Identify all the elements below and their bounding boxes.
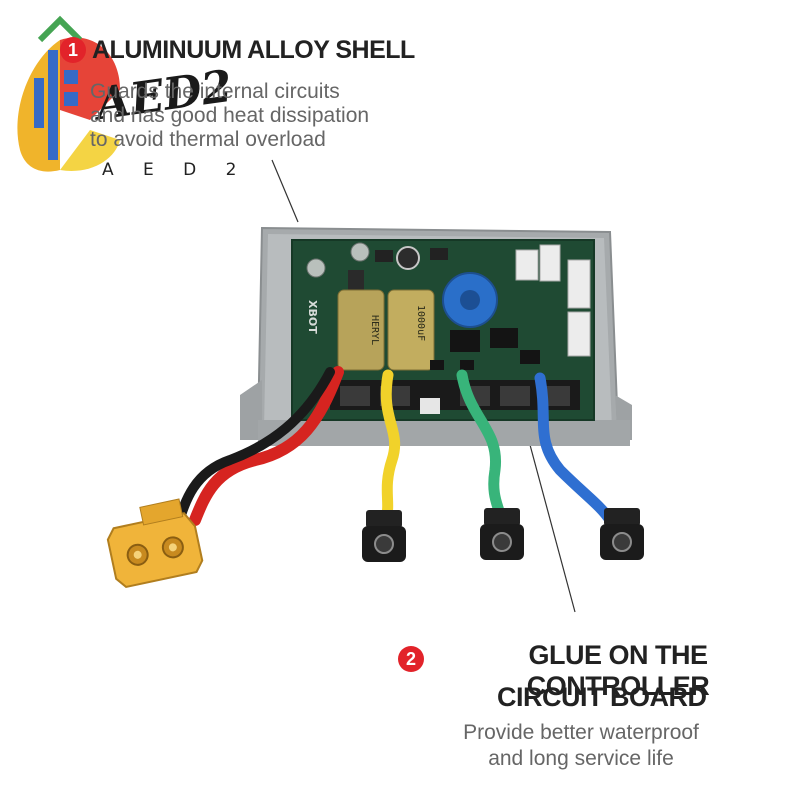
- callout-line-shell: [271, 159, 299, 223]
- red-cable: [189, 366, 344, 526]
- feature-desc-1-line-3: to avoid thermal overload: [90, 128, 326, 151]
- feature-desc-1: Guards the internal circuits and has goo…: [90, 80, 369, 152]
- circuit-board: HERYL 1000uF XBOT: [291, 239, 595, 421]
- feature-title-2-line-2: CIRCUIT BOARD: [497, 682, 707, 712]
- feature-badge-2: 2: [398, 646, 424, 672]
- feature-desc-2: Provide better waterproof and long servi…: [446, 720, 716, 772]
- black-cable: [173, 367, 335, 530]
- xt60-connector: [106, 498, 204, 589]
- bullet-connector-blue: [600, 508, 644, 560]
- feature-desc-2-line-1: Provide better waterproof: [463, 721, 699, 744]
- yellow-phase-wire: [379, 369, 401, 526]
- board-brand-label: XBOT: [306, 300, 319, 334]
- capacitor-label-left: HERYL: [369, 315, 380, 345]
- feature-desc-2-line-2: and long service life: [488, 747, 674, 770]
- feature-title-2-line-2-wrap: CIRCUIT BOARD: [497, 682, 707, 713]
- feature-desc-1-line-1: Guards the internal circuits: [90, 80, 340, 103]
- feature-title-2: GLUE ON THE CONTROLLER: [436, 640, 800, 702]
- watermark-logo: [17, 15, 120, 172]
- capacitor-label-right: 1000uF: [415, 305, 426, 341]
- feature-title-1: ALUMINUUM ALLOY SHELL: [92, 36, 415, 64]
- feature-title-2-line-1: GLUE ON THE CONTROLLER: [526, 640, 710, 701]
- feature-desc-1-line-2: and has good heat dissipation: [90, 104, 370, 127]
- bullet-connector-yellow: [362, 510, 406, 562]
- watermark-letters: A E D 2: [102, 160, 249, 180]
- blue-phase-wire: [534, 372, 616, 526]
- bullet-connector-green: [480, 508, 524, 560]
- feature-badge-1: 1: [60, 37, 86, 63]
